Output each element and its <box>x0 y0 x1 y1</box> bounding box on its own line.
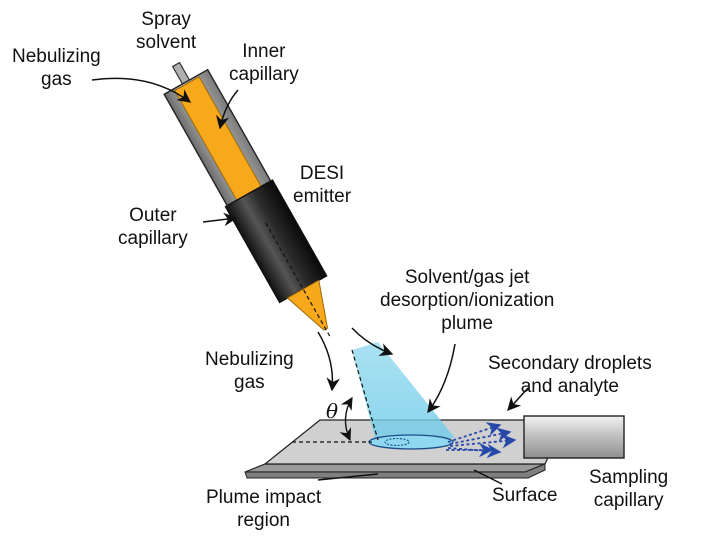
secondary-droplets-arrow <box>507 387 529 411</box>
emitter-nozzle <box>286 279 329 331</box>
emitter-axis-line <box>351 349 379 441</box>
plume-impact-arrow <box>317 473 379 481</box>
surface-arrow <box>473 469 503 485</box>
theta-arc <box>339 396 353 442</box>
leader-arrows <box>91 77 529 485</box>
secondary-droplets-arrows <box>446 422 517 459</box>
plume-cone <box>352 342 455 442</box>
desi-emitter <box>163 61 331 337</box>
nebulizing-gas-bottom-left-arrow <box>317 331 340 392</box>
sampling-capillary <box>523 415 625 459</box>
plume-impact-ellipse <box>368 434 454 450</box>
nebulizing-gas-top-arrow <box>91 77 192 103</box>
nebulizing-gas-bottom-right-arrow <box>351 327 394 357</box>
label-surface: Surface <box>492 485 558 506</box>
label-theta: θ <box>326 399 339 423</box>
inner-capillary-arrow <box>215 89 239 130</box>
outer-capillary-arrow <box>202 212 238 227</box>
plume-arrow <box>427 343 456 414</box>
